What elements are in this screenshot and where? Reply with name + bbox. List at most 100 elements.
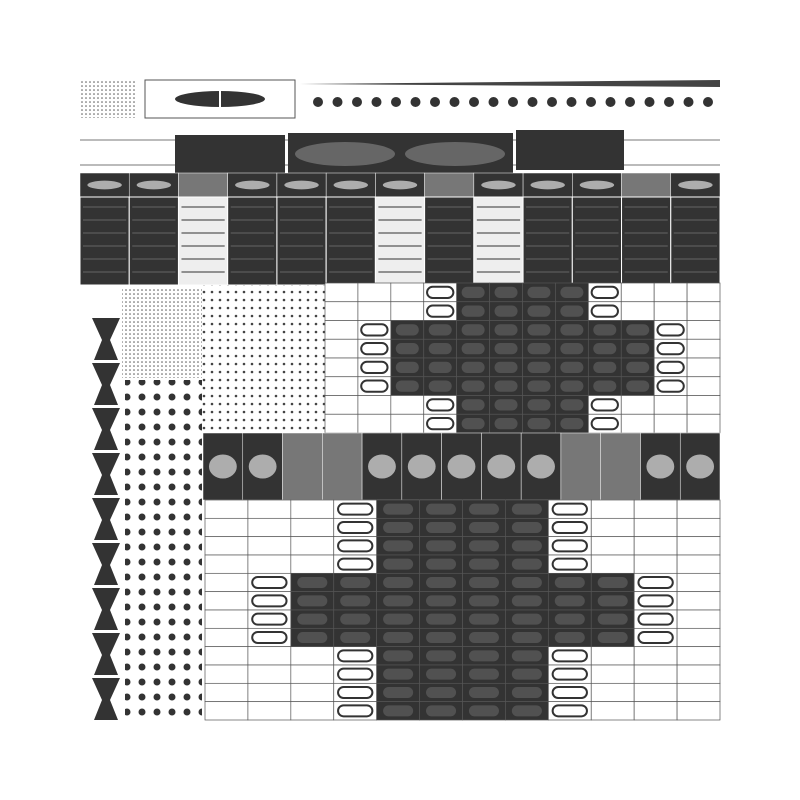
grid-cell — [621, 196, 672, 286]
grid-cell — [204, 664, 249, 684]
grid-cell — [204, 572, 249, 593]
cell-highlight — [383, 522, 414, 533]
grid-cell — [676, 554, 721, 574]
grid-cell — [204, 627, 249, 648]
dot — [644, 97, 655, 107]
grid-cell — [357, 301, 392, 321]
cell-lens — [426, 304, 455, 318]
grid-cell — [676, 609, 721, 629]
grid-cell — [653, 282, 688, 303]
lens-box — [144, 79, 296, 119]
cell-highlight — [560, 343, 584, 355]
grid-cell — [686, 413, 721, 434]
grid-cell — [247, 499, 292, 519]
cell-highlight — [527, 399, 551, 411]
dot — [430, 97, 440, 107]
dot — [664, 97, 674, 107]
cell-highlight — [593, 343, 617, 355]
lens-highlight — [686, 454, 715, 479]
band-cell — [600, 432, 641, 501]
cell-highlight — [395, 380, 419, 392]
lens-highlight — [579, 180, 615, 190]
grid-cell — [247, 682, 292, 703]
grid-cell — [324, 357, 359, 378]
lens-highlight — [208, 454, 237, 479]
grid-cell — [128, 196, 179, 286]
cell-highlight — [560, 324, 584, 336]
cell-highlight — [383, 632, 414, 643]
vertical-lens-mark — [92, 588, 120, 630]
grid-cell — [686, 282, 721, 303]
lens-highlight — [382, 180, 418, 190]
lens-highlight — [368, 454, 396, 479]
cell-highlight — [494, 286, 518, 298]
grid-cell — [633, 499, 678, 519]
cell-highlight — [593, 361, 617, 373]
cell-highlight — [426, 522, 457, 533]
cell-highlight — [527, 380, 551, 392]
cell-highlight — [383, 558, 414, 570]
cell-lens — [551, 686, 588, 699]
cell-highlight — [426, 668, 457, 680]
dot — [391, 97, 401, 107]
cell-lens — [551, 539, 588, 553]
cell-lens — [251, 594, 288, 608]
grid-cell — [633, 701, 678, 721]
band-cell — [424, 172, 475, 198]
cell-highlight — [593, 324, 617, 336]
cell-lens — [637, 594, 674, 608]
band-cell — [621, 172, 672, 198]
grid-cell — [177, 196, 229, 286]
cell-highlight — [511, 540, 542, 552]
grid-cell — [676, 646, 721, 666]
grid-cell — [633, 517, 678, 538]
grid-cell — [247, 646, 292, 666]
grid-cell — [324, 395, 359, 415]
grid-cell — [390, 395, 425, 415]
cell-highlight — [527, 418, 551, 430]
cell-highlight — [468, 668, 499, 680]
grid-cell — [676, 627, 721, 648]
grid-cell — [522, 196, 573, 286]
cell-highlight — [468, 522, 499, 533]
cell-highlight — [426, 503, 457, 515]
grid-cell — [676, 536, 721, 556]
vertical-lens-mark — [92, 408, 120, 450]
lens-highlight — [136, 180, 172, 190]
cell-highlight — [297, 632, 328, 643]
grid-cell — [290, 701, 335, 721]
cell-lens — [337, 502, 374, 516]
cell-lens — [656, 379, 685, 393]
grid-cell — [247, 664, 292, 684]
cell-lens — [426, 285, 455, 299]
dot — [625, 97, 635, 107]
cell-highlight — [426, 632, 457, 643]
cell-lens — [590, 398, 619, 412]
grid-cell — [204, 609, 249, 629]
cell-highlight — [426, 540, 457, 552]
cell-highlight — [468, 503, 499, 515]
cell-highlight — [340, 595, 371, 607]
cell-highlight — [468, 687, 499, 698]
lens-highlight — [678, 180, 713, 190]
upper-cross-grid — [324, 282, 721, 434]
dot — [488, 97, 499, 107]
cell-highlight — [426, 687, 457, 698]
band-cell — [322, 432, 363, 501]
cell-highlight — [560, 380, 584, 392]
cell-lens — [590, 285, 619, 299]
cell-highlight — [597, 632, 628, 643]
grid-cell — [290, 499, 335, 519]
cell-highlight — [383, 540, 414, 552]
cell-highlight — [383, 503, 414, 515]
cell-highlight — [395, 324, 419, 336]
cell-highlight — [461, 380, 485, 392]
cell-highlight — [527, 324, 551, 336]
cell-highlight — [494, 361, 518, 373]
grid-cell — [590, 646, 635, 666]
cell-lens — [337, 649, 374, 663]
grid-cell — [620, 301, 655, 321]
grid-cell — [686, 338, 721, 359]
cell-highlight — [426, 613, 457, 625]
lens-highlight — [487, 454, 516, 479]
